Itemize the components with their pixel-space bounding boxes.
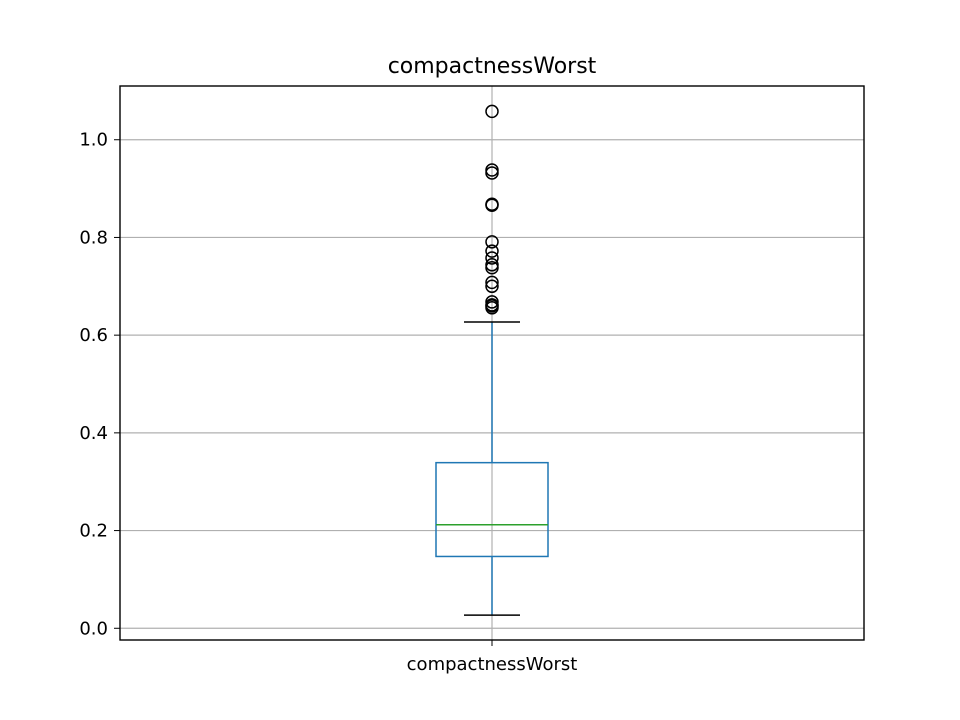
outlier-point — [485, 275, 499, 290]
y-axis-ticks: 0.0 0.2 0.4 0.6 0.8 1.0 — [79, 130, 120, 639]
y-tick-label: 0.4 — [79, 423, 108, 444]
iqr-box — [435, 461, 549, 558]
outlier-point — [485, 198, 499, 212]
outlier-point — [485, 279, 499, 294]
outlier-point — [485, 251, 499, 265]
y-tick-label: 0.6 — [79, 325, 108, 346]
outlier-point — [485, 260, 499, 275]
outlier-point — [485, 235, 499, 249]
y-tick-label: 0.0 — [79, 618, 108, 639]
outlier-point — [485, 244, 499, 258]
x-tick-label: compactnessWorst — [407, 654, 578, 675]
box-group — [435, 321, 549, 616]
outlier-point — [485, 166, 499, 180]
outlier-group — [485, 104, 499, 315]
y-tick-label: 0.8 — [79, 227, 108, 248]
y-tick-label: 1.0 — [79, 130, 108, 151]
y-tick-label: 0.2 — [79, 521, 108, 542]
x-axis-ticks: compactnessWorst — [407, 640, 578, 675]
outlier-point — [485, 301, 499, 315]
chart-title: compactnessWorst — [388, 54, 597, 79]
outlier-point — [485, 104, 499, 119]
